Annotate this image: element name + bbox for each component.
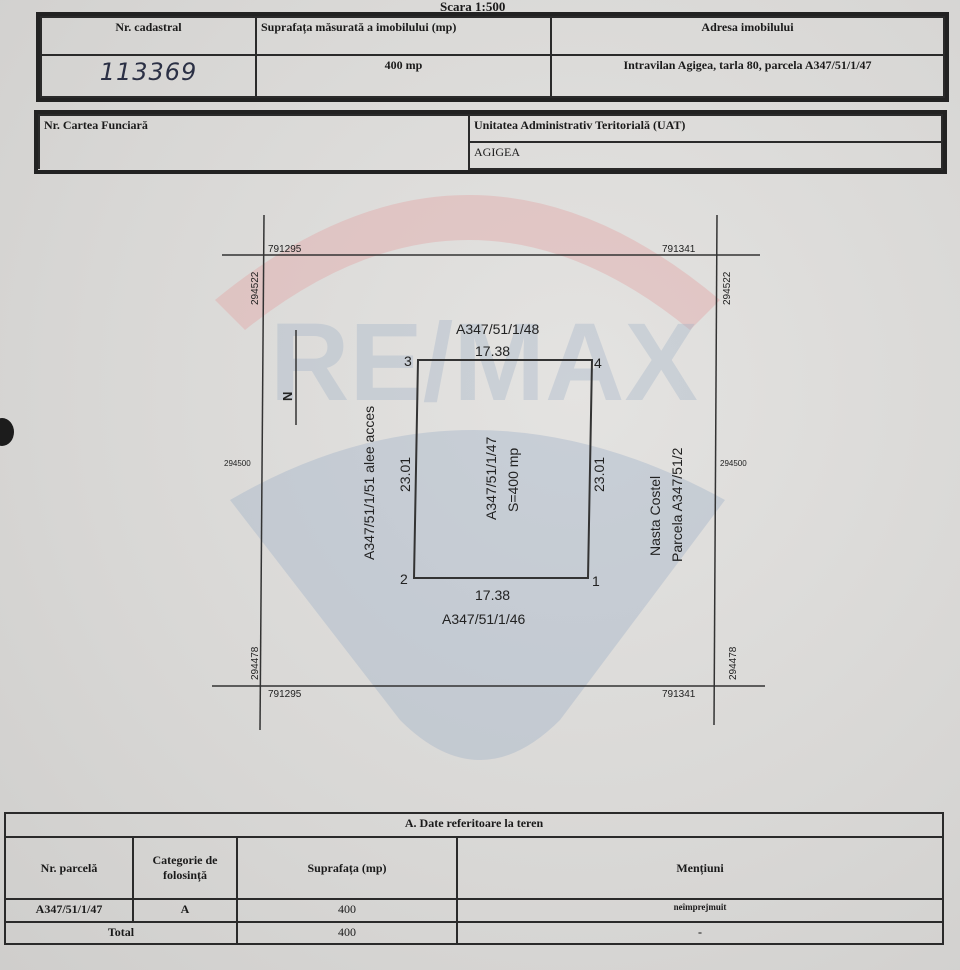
header-mentiuni: Mențiuni — [456, 836, 944, 900]
header-suprafata: Suprafața măsurată a imobilului (mp) — [255, 16, 552, 56]
neighbor-east-owner: Nasta Costel — [647, 476, 663, 556]
row-categorie: A — [132, 898, 238, 923]
neighbor-north: A347/51/1/48 — [456, 321, 540, 337]
corner-4: 4 — [594, 355, 602, 371]
total-row: Total 400 - — [4, 920, 944, 945]
neighbor-west: A347/51/1/51 alee acces — [361, 406, 377, 560]
parcel-id: A347/51/1/47 — [483, 436, 499, 520]
north-label: N — [280, 392, 295, 401]
header-suprafata-mp: Suprafața (mp) — [236, 836, 458, 900]
row-mentiuni: neîmprejmuit — [456, 898, 944, 923]
grid-x-left-bottom: 791295 — [268, 689, 302, 700]
side-right-length: 23.01 — [591, 457, 607, 492]
punch-hole — [0, 418, 14, 446]
grid-x-left-top: 791295 — [268, 244, 302, 255]
adresa-value: Intravilan Agigea, tarla 80, parcela A34… — [550, 54, 945, 98]
cadastral-table: Nr. cadastral Suprafața măsurată a imobi… — [36, 12, 949, 102]
nr-cadastral-value: 113369 — [40, 54, 257, 98]
row-suprafata: 400 — [236, 898, 458, 923]
corner-2: 2 — [400, 571, 408, 587]
corner-1: 1 — [592, 573, 600, 589]
neighbor-south: A347/51/1/46 — [442, 611, 526, 627]
side-top-length: 17.38 — [475, 343, 510, 359]
scale-label: Scara 1:500 — [440, 0, 506, 14]
total-label: Total — [4, 920, 238, 945]
grid-y-left-mid: 294500 — [224, 459, 251, 468]
parcel-boundary — [412, 359, 594, 579]
uat-value: AGIGEA — [468, 141, 943, 170]
header-nr-parcela: Nr. parcelă — [4, 836, 134, 900]
grid-y-right-bottom: 294478 — [728, 646, 739, 680]
grid-line-left — [259, 214, 265, 731]
grid-x-right-bottom: 791341 — [662, 689, 696, 700]
teren-table: A. Date referitoare la teren Nr. parcelă… — [4, 812, 944, 945]
grid-y-left-bottom: 294478 — [250, 646, 261, 680]
total-area: 400 — [236, 920, 458, 945]
header-adresa: Adresa imobilului — [550, 16, 945, 56]
header-carte-funciara: Nr. Cartea Funciară — [38, 114, 470, 169]
header-nr-cadastral: Nr. cadastral — [40, 16, 257, 56]
header-categorie: Categorie de folosință — [132, 836, 238, 900]
corner-3: 3 — [404, 353, 412, 369]
neighbor-east-parcel: Parcela A347/51/2 — [669, 447, 685, 562]
grid-y-right-mid: 294500 — [720, 459, 747, 468]
side-left-length: 23.01 — [397, 457, 413, 492]
grid-y-right-top: 294522 — [722, 271, 733, 305]
suprafata-value: 400 mp — [255, 54, 552, 98]
header-uat: Unitatea Administrativ Teritorială (UAT) — [468, 114, 943, 143]
row-nr-parcela: A347/51/1/47 — [4, 898, 134, 923]
grid-y-left-top: 294522 — [250, 271, 261, 305]
side-bottom-length: 17.38 — [475, 587, 510, 603]
total-note: - — [456, 920, 944, 945]
svg-text:RE/MAX: RE/MAX — [270, 301, 698, 424]
grid-x-right-top: 791341 — [662, 244, 696, 255]
grid-line-right — [713, 214, 718, 726]
carte-funciara-table: Nr. Cartea Funciară Unitatea Administrat… — [34, 110, 947, 174]
parcel-area: S=400 mp — [505, 448, 521, 512]
teren-table-title: A. Date referitoare la teren — [4, 812, 944, 838]
table-row: A347/51/1/47 A 400 neîmprejmuit — [4, 898, 944, 923]
